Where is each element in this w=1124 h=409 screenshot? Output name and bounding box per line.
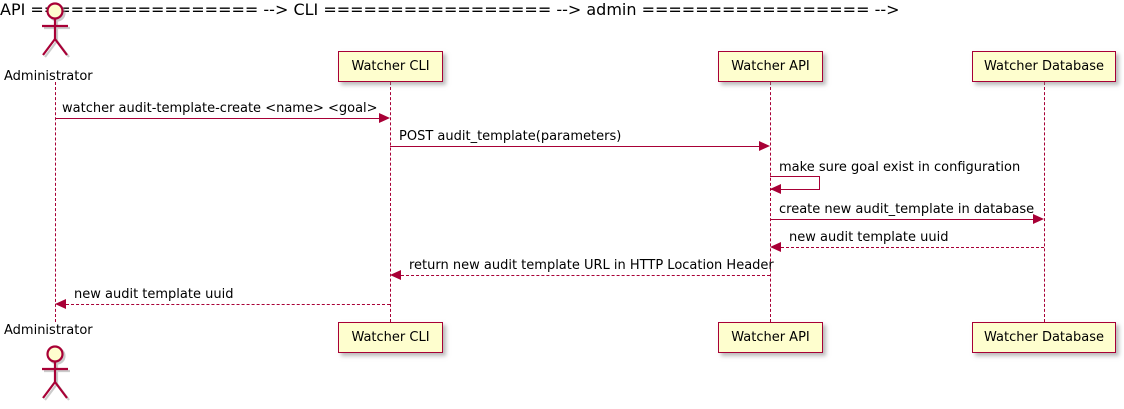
message-arrowhead-1: [379, 113, 390, 123]
message-arrowhead-7: [55, 299, 66, 309]
participant-box-watcher-cli-top[interactable]: Watcher CLI: [338, 51, 443, 82]
participant-label-watcher-api-top: Watcher API: [731, 59, 810, 74]
actor-label-administrator-top: Administrator: [4, 69, 93, 84]
message-label-3: make sure goal exist in configuration: [779, 160, 1021, 175]
participant-box-watcher-api-top[interactable]: Watcher API: [718, 51, 823, 82]
message-arrowhead-4: [1033, 214, 1044, 224]
participant-label-watcher-cli-bottom: Watcher CLI: [351, 330, 430, 345]
message-arrowhead-6: [390, 270, 401, 280]
participant-box-watcher-api-bottom[interactable]: Watcher API: [718, 322, 823, 353]
lifeline-watcher-database: [1044, 82, 1045, 322]
participant-label-watcher-api-bottom: Watcher API: [731, 330, 810, 345]
message-selfloop-3: [770, 176, 820, 190]
message-label-4: create new audit_template in database: [779, 202, 1035, 217]
lifeline-watcher-cli: [390, 82, 391, 322]
participant-label-watcher-database-top: Watcher Database: [984, 59, 1104, 74]
message-label-6: return new audit template URL in HTTP Lo…: [409, 258, 774, 273]
message-label-5: new audit template uuid: [789, 230, 949, 245]
participant-box-watcher-database-top[interactable]: Watcher Database: [972, 51, 1116, 82]
message-line-5: [781, 247, 1044, 248]
message-line-7: [66, 304, 390, 305]
message-line-1: [55, 118, 380, 119]
lifeline-administrator: [55, 82, 56, 322]
message-line-6: [401, 275, 770, 276]
participant-label-watcher-database-bottom: Watcher Database: [984, 330, 1104, 345]
message-line-2: [390, 146, 760, 147]
message-arrowhead-3: [770, 184, 781, 194]
message-label-2: POST audit_template(parameters): [399, 129, 622, 144]
participant-box-watcher-database-bottom[interactable]: Watcher Database: [972, 322, 1116, 353]
actor-administrator-top: [42, 2, 70, 58]
message-label-7: new audit template uuid: [74, 287, 234, 302]
participant-label-watcher-cli-top: Watcher CLI: [351, 59, 430, 74]
participant-box-watcher-cli-bottom[interactable]: Watcher CLI: [338, 322, 443, 353]
actor-label-administrator-bottom: Administrator: [4, 323, 93, 338]
message-line-4: [770, 219, 1034, 220]
message-label-1: watcher audit-template-create <name> <go…: [62, 101, 378, 116]
lifeline-watcher-api: [770, 82, 771, 322]
message-arrowhead-2: [759, 141, 770, 151]
message-arrowhead-5: [770, 242, 781, 252]
actor-administrator-bottom: [42, 345, 70, 401]
